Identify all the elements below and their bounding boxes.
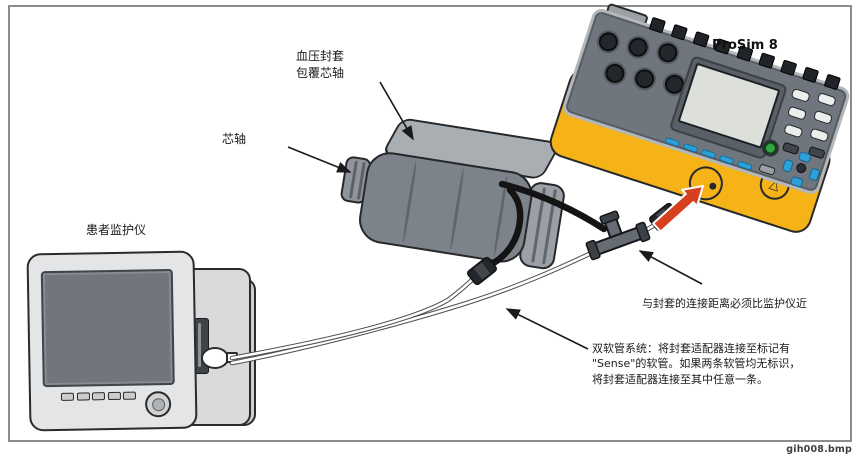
device-label: ProSim 8 [712,38,778,53]
cuff-label: 血压封套 包覆芯轴 [296,48,344,83]
monitor-label: 患者监护仪 [86,223,147,237]
monitor-tube-nub [226,352,238,363]
dual-tube-note-line3: 将封套适配器连接至其中任意一条。 [592,372,768,386]
monitor-button [91,392,106,401]
monitor-knob [144,390,172,418]
cuff-label-line1: 血压封套 [296,49,345,63]
monitor-tube-port [201,347,229,369]
monitor-button [76,392,90,401]
monitor-button [107,391,121,401]
monitor-front-bezel [26,250,198,432]
dual-tube-note-line1: 双软管系统：将封套适配器连接至标记有 [592,342,790,355]
monitor-screen [40,268,175,388]
monitor-button [122,391,137,400]
tee-note: 与封套的连接距离必须比监护仪近 [642,297,807,310]
dual-tube-note-line2: "Sense"的软管。如果两条软管均无标识， [592,357,801,371]
figure-filename: gih008.bmp [786,444,852,455]
dual-tube-note: 双软管系统：将封套适配器连接至标记有 "Sense"的软管。如果两条软管均无标识… [592,341,800,387]
monitor-button [60,392,75,401]
mandrel-label: 芯轴 [222,132,247,146]
cuff-label-line2: 包覆芯轴 [296,66,345,81]
